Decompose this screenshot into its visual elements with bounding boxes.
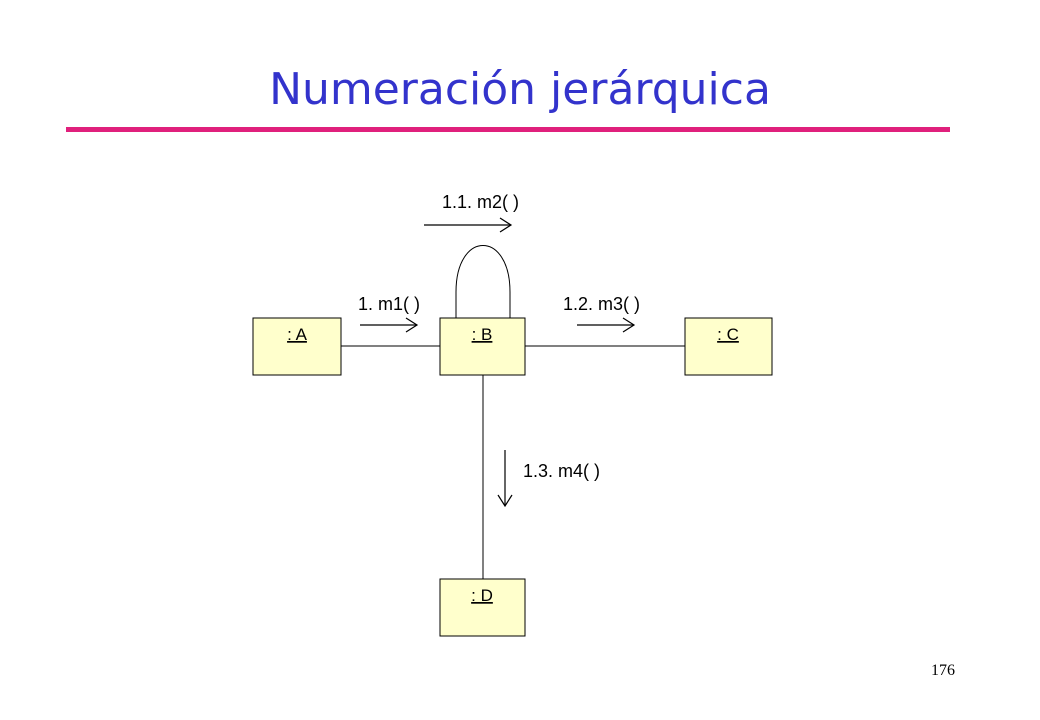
object-a[interactable]: : A: [252, 317, 342, 376]
message-m2-arrow-icon: [424, 217, 513, 233]
object-d-label: : D: [471, 586, 493, 605]
message-m3-arrow-icon: [577, 317, 636, 333]
object-d-box: [439, 578, 526, 637]
message-m4-label: 1.3. m4( ): [523, 461, 600, 481]
self-link-b: [455, 245, 511, 318]
object-b-box: [439, 317, 526, 376]
page-number: 176: [931, 662, 955, 679]
message-m1-label: 1. m1( ): [358, 294, 420, 314]
message-m3-label: 1.2. m3( ): [563, 294, 640, 314]
message-m1-arrow-icon: [360, 317, 419, 333]
object-b[interactable]: : B: [439, 317, 526, 376]
object-c-label: : C: [717, 325, 739, 344]
object-c-box: [684, 317, 773, 376]
object-c[interactable]: : C: [684, 317, 773, 376]
title-underline-rule: [66, 127, 950, 132]
slide-title: Numeración jerárquica: [269, 64, 771, 115]
message-m2-label: 1.1. m2( ): [442, 192, 519, 212]
object-d[interactable]: : D: [439, 578, 526, 637]
object-a-box: [252, 317, 342, 376]
object-a-label: : A: [287, 325, 308, 344]
message-m4-arrow-icon: [497, 450, 513, 508]
object-b-label: : B: [472, 325, 493, 344]
